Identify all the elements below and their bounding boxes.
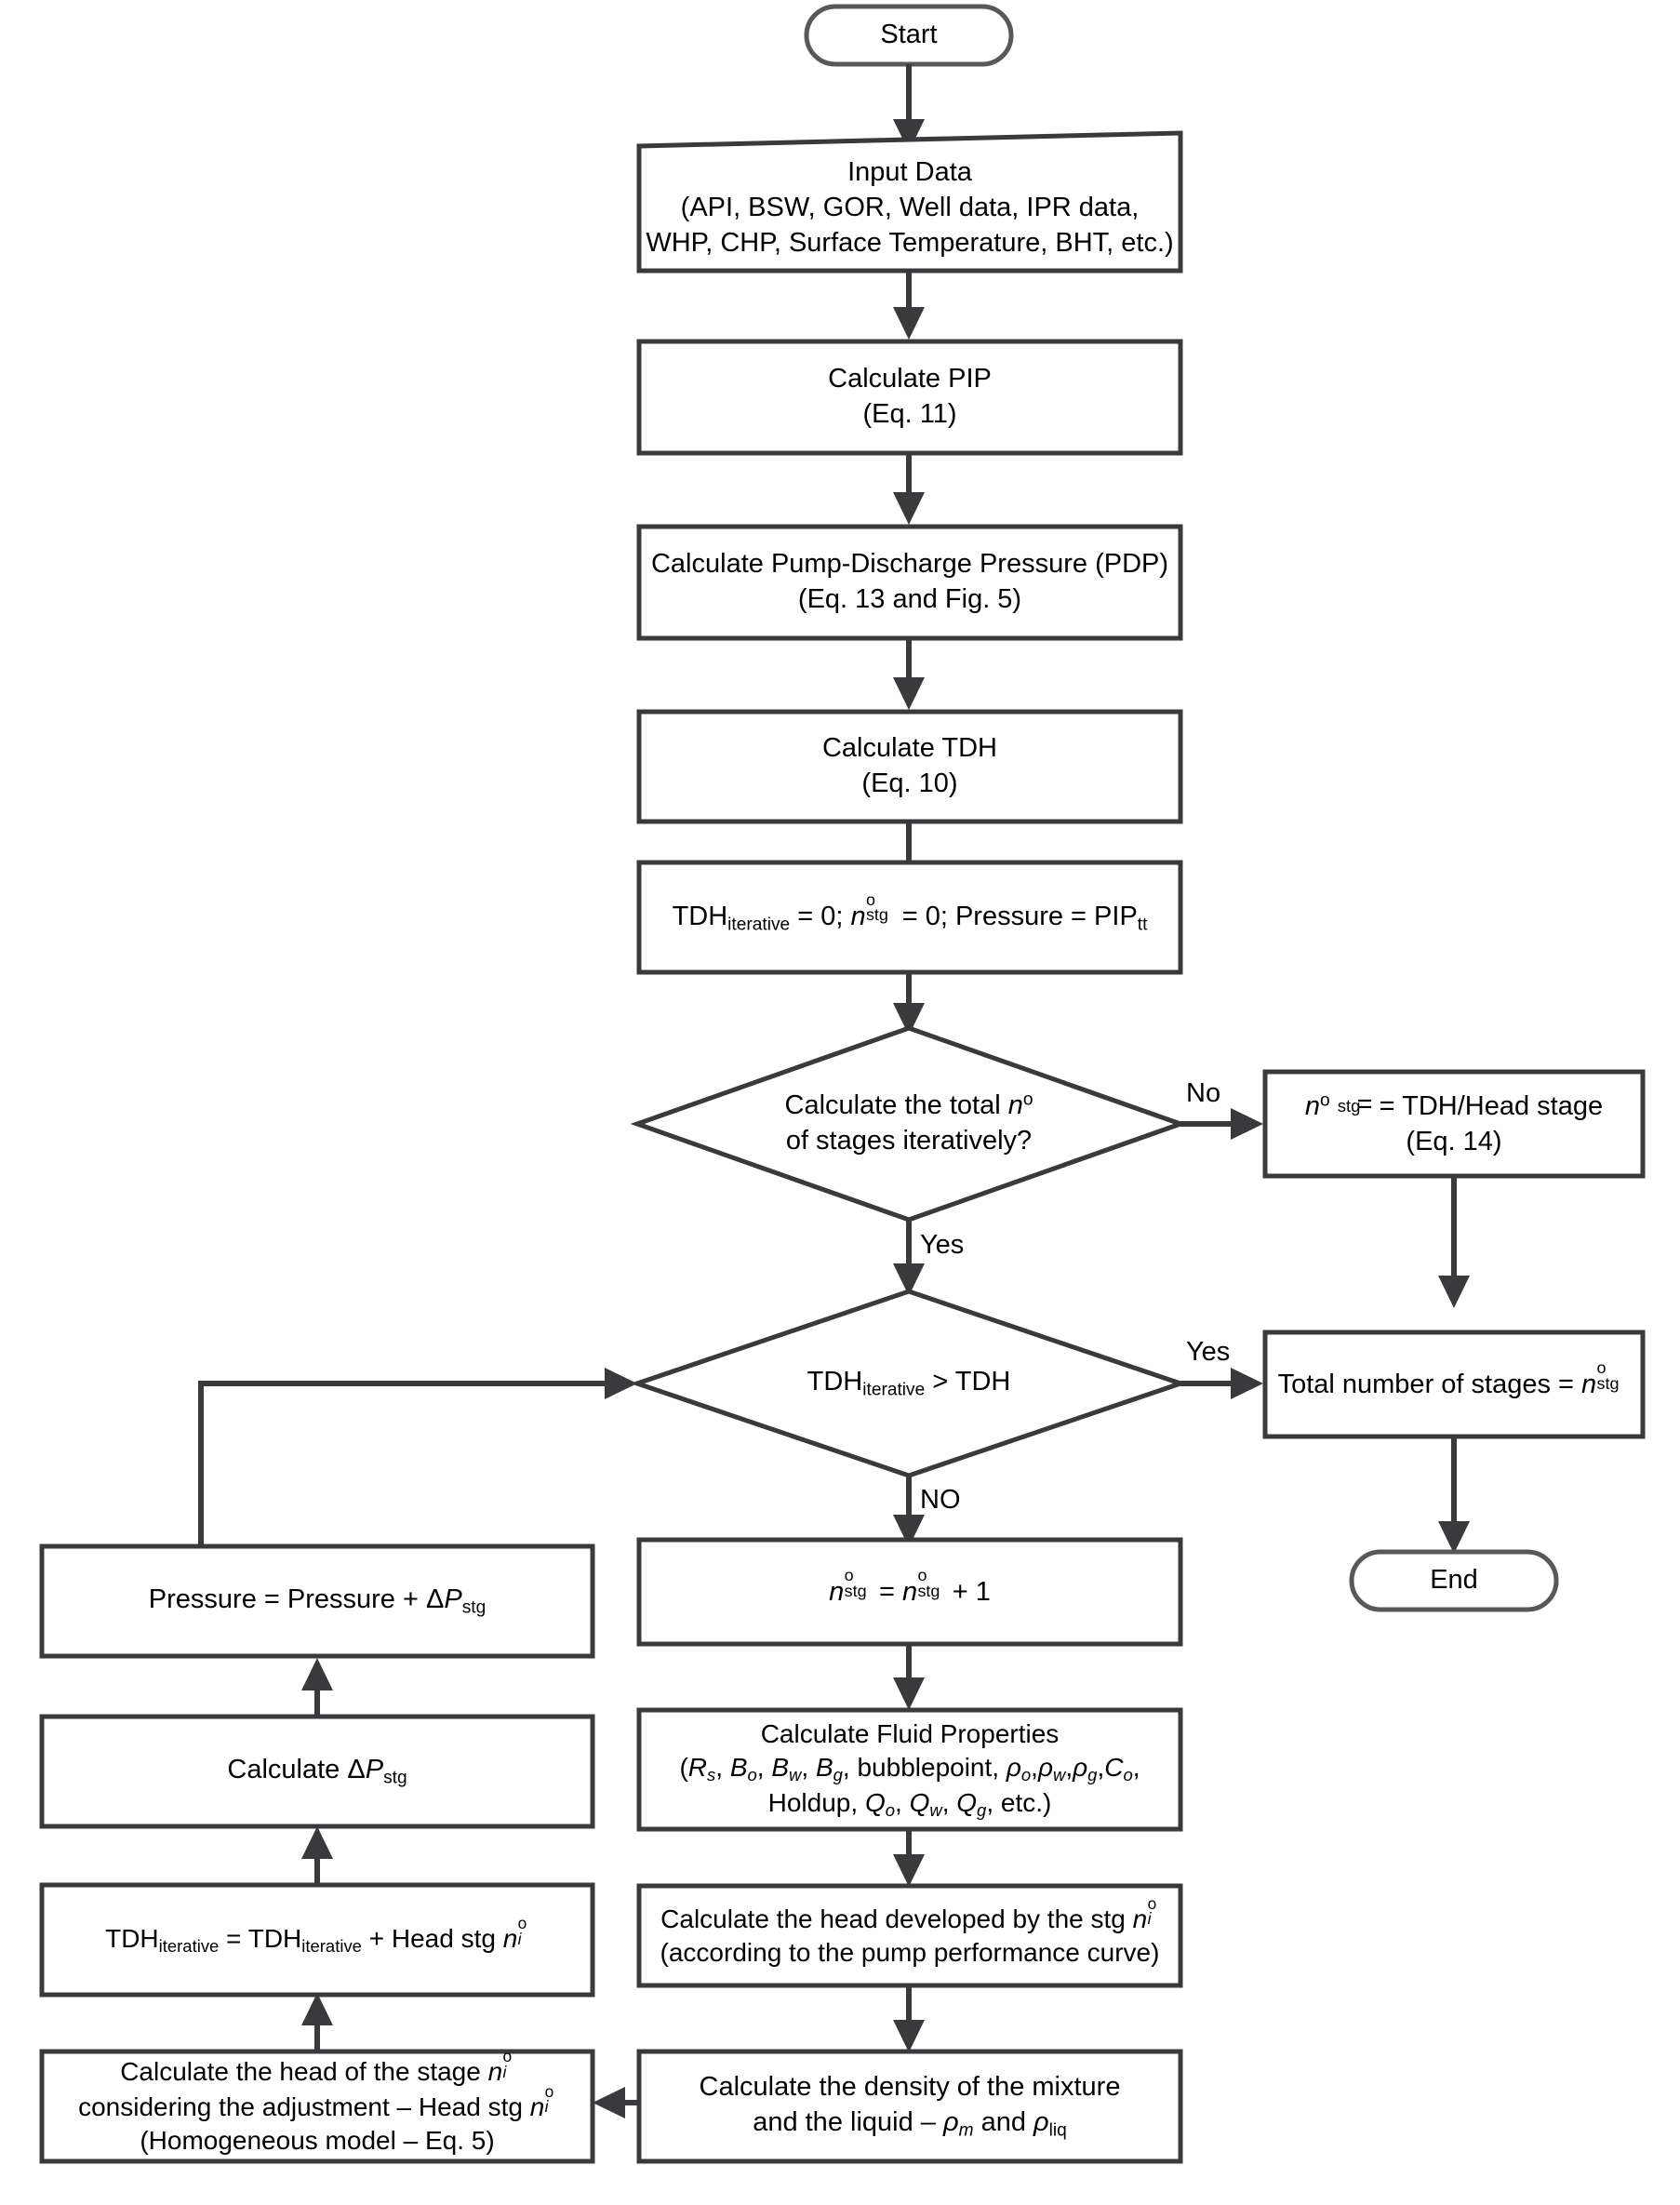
node-increment-stage-shape (636, 1537, 1183, 1647)
node-head-adjusted-shape (39, 2049, 595, 2164)
arrowhead-pdp-tdh (893, 677, 925, 710)
node-pressure-update-shape (39, 1544, 595, 1659)
node-calculate-pdp-shape (636, 524, 1183, 641)
arrowhead-calcdp-pressure (301, 1658, 333, 1690)
arrowhead-increment-fluid (893, 1677, 925, 1710)
node-decision-compare-shape (630, 1289, 1188, 1478)
arrowhead-input-pip (893, 307, 925, 340)
arrowhead-decision2-yes (1231, 1368, 1263, 1399)
node-calculate-tdh-shape (636, 709, 1183, 824)
arrowhead-decision2-no (893, 1515, 925, 1547)
node-initialize-shape (636, 860, 1183, 975)
arrowhead-pip-pdp (893, 492, 925, 525)
arrowhead-start-input (893, 119, 925, 152)
arrowhead-headadj-tdhacc (301, 1993, 333, 2025)
node-density-shape (636, 2049, 1183, 2164)
node-total-stages-shape (1262, 1330, 1646, 1439)
node-decision-iterative-shape (630, 1025, 1188, 1223)
node-tdh-accumulate-shape (39, 1882, 595, 1998)
arrowhead-decision1-no (1231, 1108, 1263, 1140)
arrowhead-head-density (893, 2020, 925, 2052)
arrowhead-fluid-head (893, 1854, 925, 1887)
node-end-shape (1349, 1549, 1559, 1612)
arrowhead-nstgdirect-total (1438, 1276, 1470, 1308)
arrowhead-decision1-yes (893, 1263, 925, 1296)
arrowhead-total-end (1438, 1521, 1470, 1554)
arrowhead-pressure-feedback (605, 1368, 637, 1399)
node-head-developed-shape (636, 1883, 1183, 1988)
arrowhead-tdhacc-calcdp (301, 1826, 333, 1859)
node-calculate-dp-shape (39, 1714, 595, 1829)
node-fluid-properties-shape (636, 1707, 1183, 1832)
node-input-data-shape (636, 130, 1183, 274)
edge-pressure-feedback (198, 1381, 619, 1546)
node-start-shape (804, 4, 1014, 67)
node-calculate-pip-shape (636, 339, 1183, 456)
arrowhead-density-headadj (593, 2087, 625, 2118)
node-nstg-direct-shape (1262, 1069, 1646, 1179)
arrowhead-init-decision1 (893, 1003, 925, 1036)
